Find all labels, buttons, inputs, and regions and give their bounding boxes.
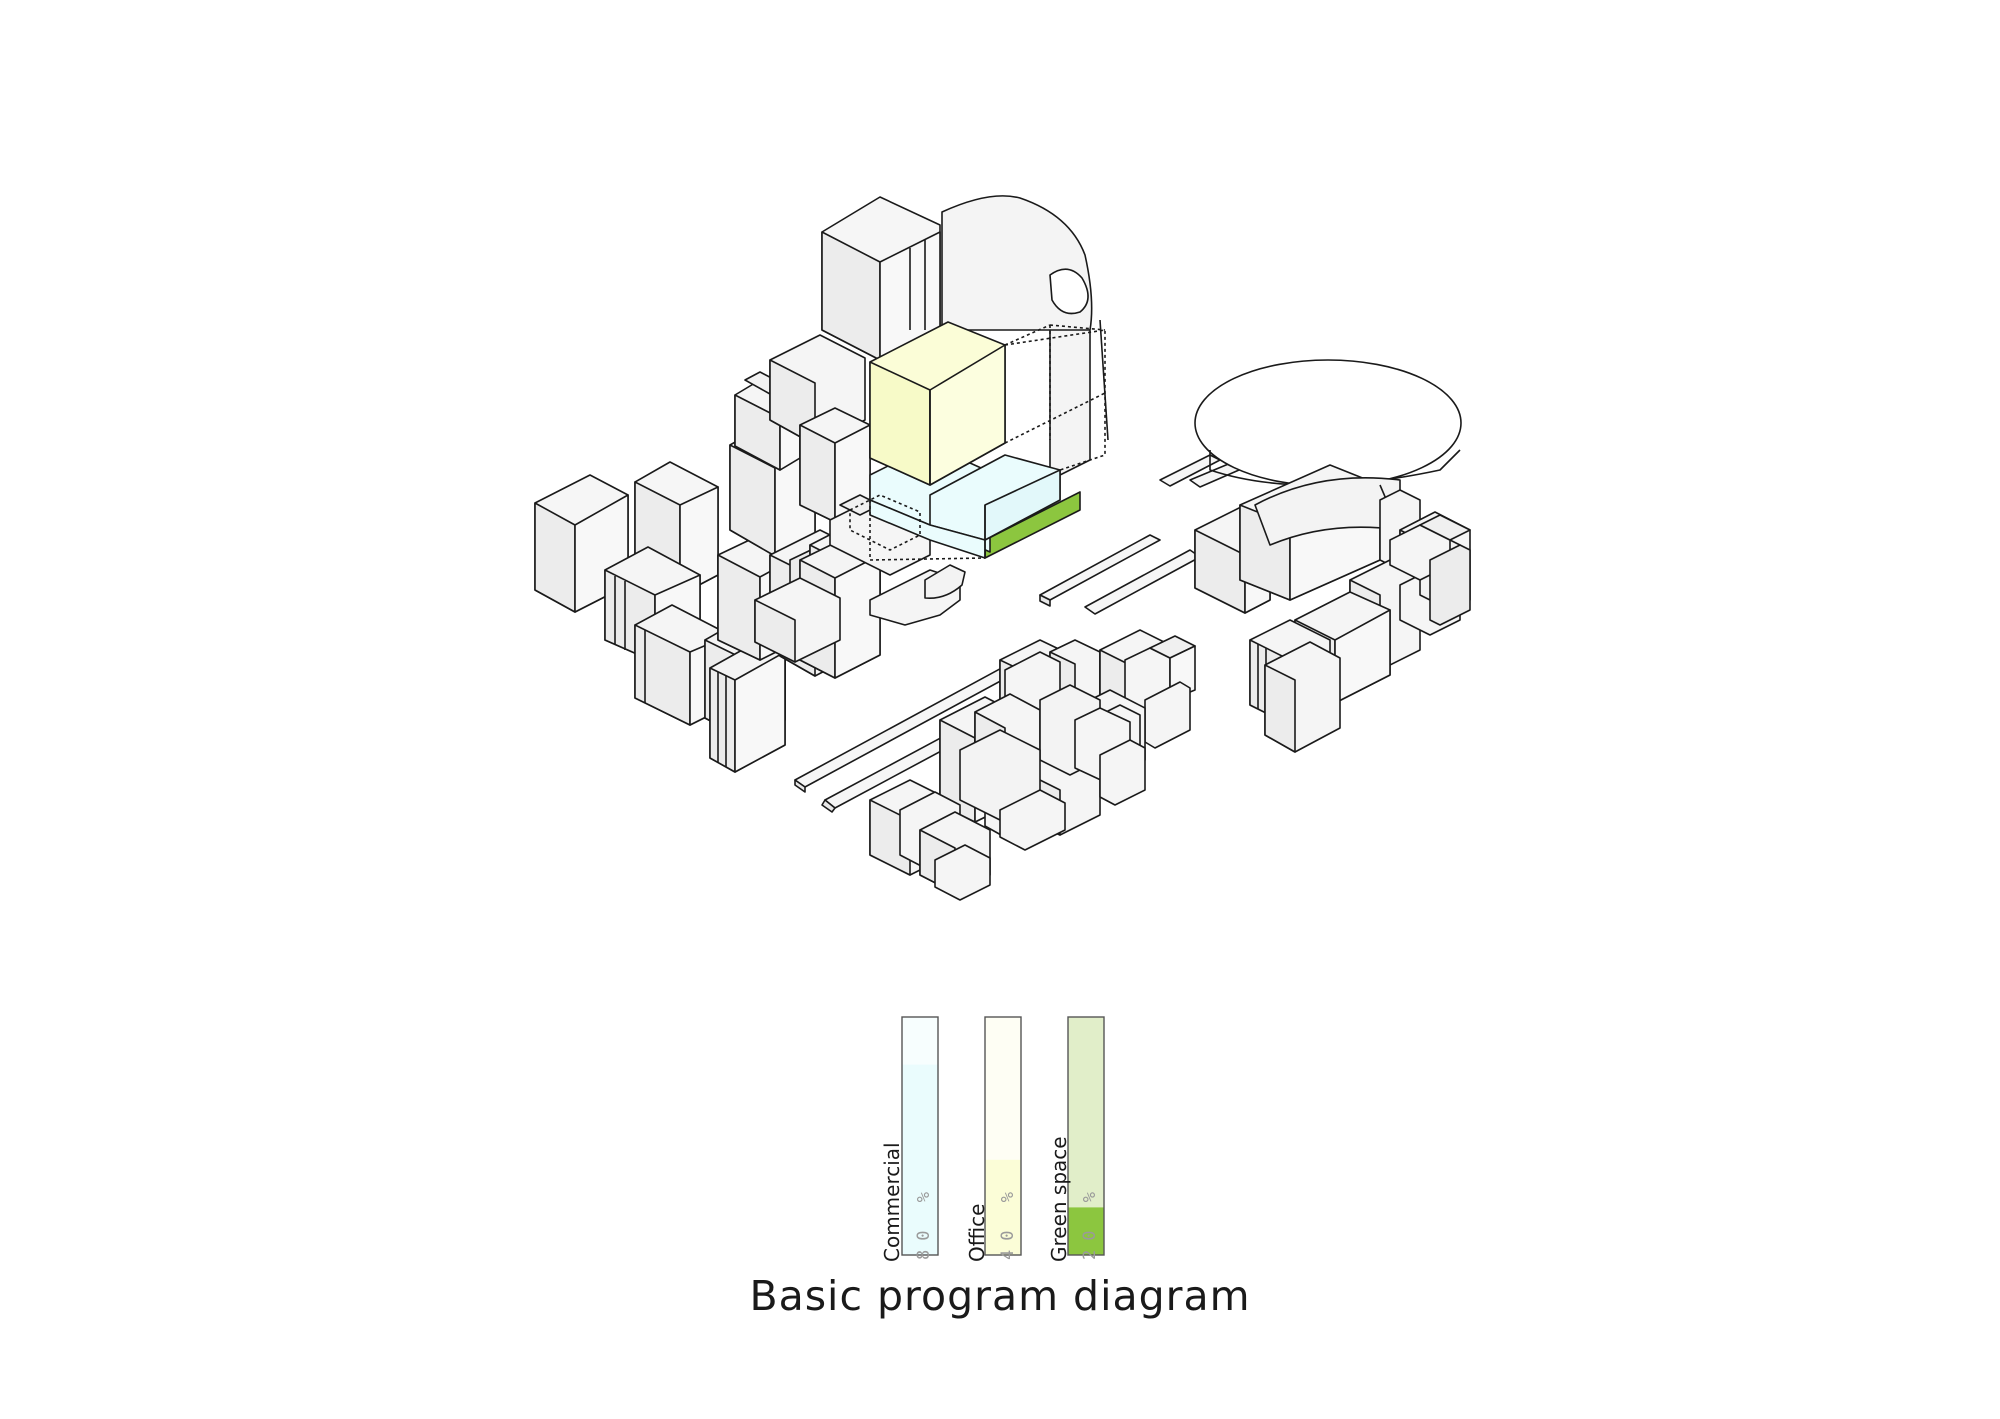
building-bottom-v	[999, 789, 1066, 851]
legend-bar-fill-green-space	[1068, 1207, 1104, 1255]
legend-label-commercial: Commercial	[880, 1142, 904, 1262]
building-tall-tower	[821, 196, 941, 361]
legend-bar-frame-office	[984, 1016, 1022, 1256]
legend-label-green-space: Green space	[1047, 1136, 1071, 1262]
program-outline-dotted	[849, 324, 1106, 561]
legend-label-office: Office	[965, 1203, 989, 1262]
program-office-volume	[869, 321, 1006, 486]
legend-bar-frame-green-space	[1067, 1016, 1105, 1256]
legend-bars	[901, 1016, 1105, 1256]
legend-percent-commercial: 80 %	[914, 1183, 934, 1260]
road-strip-upper	[1039, 534, 1161, 607]
building-bottom-o	[1099, 739, 1146, 806]
building-curved-tower	[941, 195, 1109, 481]
diagram-title: Basic program diagram	[749, 1272, 1251, 1320]
building-left-e	[709, 639, 786, 773]
legend-percent-green-space: 20 %	[1080, 1183, 1100, 1260]
building-bottom-s	[934, 844, 991, 901]
legend-percent-office: 40 %	[998, 1183, 1018, 1260]
legend-bar-fill-commercial	[902, 1064, 938, 1255]
building-left-p	[754, 577, 841, 663]
building-right-small-e	[1264, 641, 1341, 753]
legend-bar-frame-commercial	[901, 1016, 939, 1256]
building-right-far	[1429, 544, 1471, 626]
stadium-ellipse	[1194, 359, 1462, 487]
road-strip-mid	[1084, 549, 1201, 615]
building-left-wing-low	[869, 564, 966, 626]
legend-bar-fill-office	[985, 1159, 1021, 1255]
